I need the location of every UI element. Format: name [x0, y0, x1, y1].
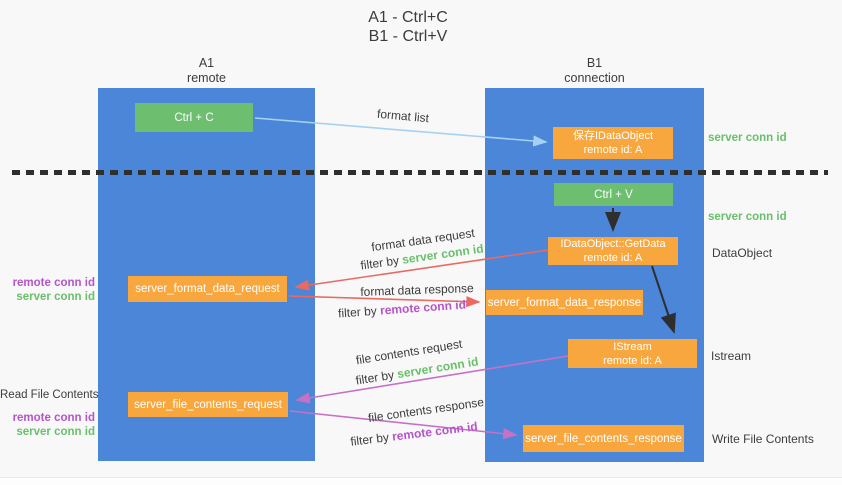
node-save-idataobject: 保存IDataObject remote id: A: [553, 127, 673, 159]
node-ctrl-v: Ctrl + V: [554, 183, 673, 206]
title-line-1: A1 - Ctrl+C: [368, 9, 448, 26]
column-b1-subtitle: connection: [564, 71, 625, 85]
node-server-file-contents-response: server_file_contents_response: [523, 425, 684, 452]
left-label-read-file-contents: Read File Contents: [0, 389, 99, 401]
label-format-list: format list: [376, 107, 429, 125]
dashed-divider: [12, 170, 828, 175]
node-getdata-line2: remote id: A: [583, 252, 643, 264]
left-label-remote-conn-id-1: remote conn id: [0, 277, 95, 289]
label-format-data-response-text: format data response: [360, 281, 474, 299]
right-label-istream: Istream: [711, 349, 751, 363]
right-server-conn-id-2-text: server conn id: [708, 211, 787, 223]
left-label-remote-conn-id-2: remote conn id: [0, 412, 95, 424]
node-save-idataobject-line2: remote id: A: [583, 144, 643, 156]
node-ctrl-c: Ctrl + C: [135, 103, 253, 132]
node-getdata-line1: IDataObject::GetData: [560, 238, 666, 250]
column-a1-name: A1: [198, 56, 215, 70]
node-istream-line2: remote id: A: [603, 354, 662, 367]
istream-text: Istream: [711, 349, 752, 363]
write-file-contents-text: Write File Contents: [712, 432, 814, 446]
right-label-dataobject: DataObject: [712, 246, 772, 260]
left-server-conn-id-1-text: server conn id: [16, 291, 95, 303]
label-format-data-response: format data response: [360, 281, 474, 299]
read-file-contents-text: Read File Contents: [0, 389, 99, 401]
filter-by-text: filter by: [359, 253, 400, 273]
node-istream: IStream remote id: A: [568, 339, 697, 368]
column-header-a1: A1 remote: [98, 56, 315, 86]
right-label-server-conn-id-2: server conn id: [708, 211, 787, 223]
node-save-idataobject-line1: 保存IDataObject: [572, 130, 654, 142]
node-format-response-label: server_format_data_response: [487, 296, 642, 309]
right-server-conn-id-1-text: server conn id: [708, 132, 787, 144]
node-server-format-data-response: server_format_data_response: [486, 290, 643, 315]
title-line-2: B1 - Ctrl+V: [368, 28, 448, 45]
node-ctrl-c-label: Ctrl + C: [174, 111, 214, 124]
node-file-response-label: server_file_contents_response: [525, 432, 682, 445]
left-label-server-conn-id-2: server conn id: [0, 426, 95, 438]
node-istream-line1: IStream: [613, 340, 652, 353]
label-format-list-text: format list: [376, 106, 430, 126]
filter-by-text: filter by: [349, 430, 390, 449]
left-server-conn-id-2-text: server conn id: [16, 426, 95, 438]
remote-conn-id-text: remote conn id: [379, 297, 467, 318]
left-remote-conn-id-2-text: remote conn id: [12, 412, 95, 424]
left-remote-conn-id-1-text: remote conn id: [12, 277, 95, 289]
node-idataobject-getdata: IDataObject::GetData remote id: A: [548, 237, 678, 265]
dataobject-text: DataObject: [712, 246, 773, 260]
node-server-format-data-request: server_format_data_request: [128, 276, 287, 302]
label-filter-by-remote-conn-id-1: filter by remote conn id: [338, 298, 467, 321]
filter-by-text: filter by: [337, 303, 378, 321]
filter-by-text: filter by: [354, 367, 396, 388]
remote-conn-id-text: remote conn id: [391, 419, 479, 444]
node-ctrl-v-label: Ctrl + V: [594, 188, 633, 201]
left-label-server-conn-id-1: server conn id: [0, 291, 95, 303]
node-server-file-contents-request: server_file_contents_request: [128, 392, 288, 417]
column-header-b1: B1 connection: [485, 56, 704, 86]
diagram-title: A1 - Ctrl+C B1 - Ctrl+V: [328, 8, 488, 46]
node-format-request-label: server_format_data_request: [135, 283, 280, 295]
right-label-server-conn-id-1: server conn id: [708, 132, 787, 144]
node-file-request-label: server_file_contents_request: [134, 398, 282, 411]
right-label-write-file-contents: Write File Contents: [712, 432, 814, 446]
column-a1-subtitle: remote: [187, 71, 226, 85]
column-b1-name: B1: [586, 56, 603, 70]
bottom-edge-strip: [0, 477, 842, 485]
